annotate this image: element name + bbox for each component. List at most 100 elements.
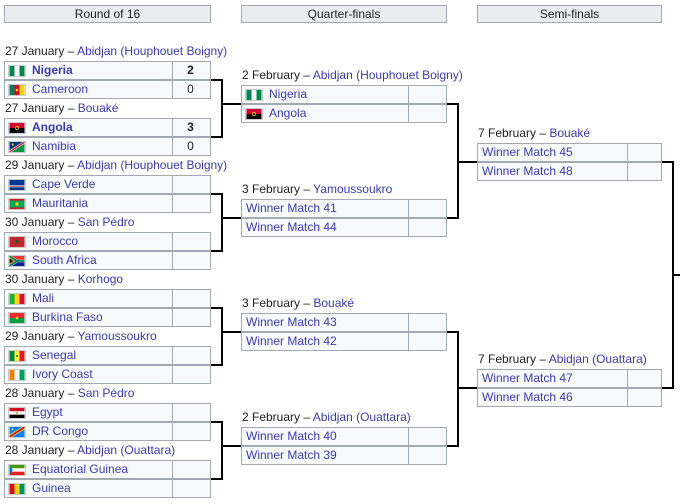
venue-link[interactable]: Bouaké <box>77 101 119 115</box>
bracket-line <box>221 193 223 252</box>
team-row: Nigeria 2 <box>4 61 211 80</box>
venue-link[interactable]: Bouaké <box>549 126 591 140</box>
score-cell: 0 <box>187 139 194 153</box>
team-row: Angola <box>241 104 447 123</box>
team-name[interactable]: Morocco <box>32 234 79 248</box>
team-cell: Winner Match 46 <box>478 389 628 406</box>
team-name[interactable]: Egypt <box>32 405 63 419</box>
date-text: 2 February – <box>242 410 313 424</box>
venue-link[interactable]: Yamoussoukro <box>313 182 393 196</box>
ng-flag-icon <box>8 65 26 77</box>
team-cell: Angola <box>242 105 409 122</box>
team-cell: Nigeria <box>5 62 173 79</box>
score-cell <box>407 333 446 350</box>
team-cell: Angola <box>5 119 173 136</box>
team-name[interactable]: Mali <box>32 291 55 305</box>
team-cell: Winner Match 42 <box>242 333 409 350</box>
score-cell <box>407 200 446 217</box>
venue-link[interactable]: Abidjan (Ouattara) <box>77 443 176 457</box>
bracket-line <box>662 387 673 389</box>
score-cell <box>407 105 446 122</box>
team-name[interactable]: Guinea <box>32 481 71 495</box>
team-row: Winner Match 47 <box>477 369 662 388</box>
score-cell <box>407 86 446 103</box>
team-row: Winner Match 48 <box>477 162 662 181</box>
team-cell: Winner Match 44 <box>242 219 409 236</box>
score-cell <box>407 428 446 445</box>
date-text: 3 February – <box>242 296 314 310</box>
team-cell: Cameroon <box>5 81 173 98</box>
bf-flag-icon <box>8 312 26 324</box>
header-round-of-16: Round of 16 <box>4 5 211 23</box>
team-name[interactable]: Nigeria <box>269 87 308 101</box>
team-cell: Cape Verde <box>5 176 173 193</box>
team-name[interactable]: DR Congo <box>32 424 89 438</box>
venue-link[interactable]: Yamoussoukro <box>77 329 157 343</box>
match-date: 28 January – Abidjan (Ouattara) <box>5 443 175 457</box>
team-row: Winner Match 40 <box>241 427 447 446</box>
team-name: Winner Match 39 <box>246 448 337 462</box>
team-name[interactable]: Cape Verde <box>32 177 96 191</box>
team-name: Winner Match 46 <box>482 390 573 404</box>
team-name: Winner Match 48 <box>482 164 573 178</box>
venue-link[interactable]: Bouaké <box>313 296 355 310</box>
match-date: 3 February – Yamoussoukro <box>242 182 392 196</box>
bracket-line <box>211 478 222 480</box>
team-row: Guinea <box>4 479 211 498</box>
bracket-line <box>447 445 458 447</box>
team-name[interactable]: Ivory Coast <box>32 367 93 381</box>
team-name[interactable]: Burkina Faso <box>32 310 103 324</box>
team-name[interactable]: Angola <box>32 120 73 134</box>
za-flag-icon <box>8 255 26 267</box>
ao-flag-icon <box>8 122 26 134</box>
venue-link[interactable]: Korhogo <box>77 272 124 286</box>
score-cell <box>171 309 210 326</box>
match-date: 28 January – San Pédro <box>5 386 134 400</box>
team-row: Senegal <box>4 346 211 365</box>
team-name[interactable]: Angola <box>269 106 307 120</box>
bracket-line <box>211 421 222 423</box>
venue-link[interactable]: Abidjan (Houphouet Boigny) <box>77 44 228 58</box>
header-quarter-finals: Quarter-finals <box>241 5 447 23</box>
team-name[interactable]: South Africa <box>32 253 97 267</box>
team-name[interactable]: Cameroon <box>32 82 89 96</box>
bracket-line <box>447 103 458 105</box>
match-date: 29 January – Abidjan (Houphouet Boigny) <box>5 158 227 172</box>
bracket-line <box>221 421 223 480</box>
team-row: Mali <box>4 289 211 308</box>
score-cell <box>407 447 446 464</box>
bracket-line <box>211 193 222 195</box>
ml-flag-icon <box>8 293 26 305</box>
venue-link[interactable]: San Pédro <box>77 386 135 400</box>
team-row: Nigeria <box>241 85 447 104</box>
team-cell: Morocco <box>5 233 173 250</box>
team-name[interactable]: Equatorial Guinea <box>32 462 129 476</box>
venue-link[interactable]: Abidjan (Ouattara) <box>548 352 647 366</box>
team-name[interactable]: Mauritania <box>32 196 89 210</box>
score-cell <box>171 366 210 383</box>
team-name[interactable]: Senegal <box>32 348 77 362</box>
date-text: 30 January – <box>5 215 78 229</box>
score-cell <box>626 389 661 406</box>
score-cell <box>407 219 446 236</box>
team-cell: Winner Match 41 <box>242 200 409 217</box>
team-cell: Winner Match 45 <box>478 144 628 161</box>
gn-flag-icon <box>8 483 26 495</box>
score-cell <box>171 347 210 364</box>
venue-link[interactable]: San Pédro <box>77 215 135 229</box>
team-row: Mauritania <box>4 194 211 213</box>
date-text: 28 January – <box>5 443 78 457</box>
team-cell: Winner Match 47 <box>478 370 628 387</box>
team-name[interactable]: Nigeria <box>32 63 73 77</box>
score-cell: 2 <box>187 63 194 77</box>
score-cell <box>171 233 210 250</box>
team-name[interactable]: Namibia <box>32 139 77 153</box>
venue-link[interactable]: Abidjan (Ouattara) <box>312 410 411 424</box>
team-name: Winner Match 45 <box>482 145 573 159</box>
venue-link[interactable]: Abidjan (Houphouet Boigny) <box>312 68 463 82</box>
venue-link[interactable]: Abidjan (Houphouet Boigny) <box>77 158 228 172</box>
bracket-line <box>457 161 477 163</box>
team-cell: Ivory Coast <box>5 366 173 383</box>
team-name: Winner Match 42 <box>246 334 337 348</box>
team-row: Burkina Faso <box>4 308 211 327</box>
